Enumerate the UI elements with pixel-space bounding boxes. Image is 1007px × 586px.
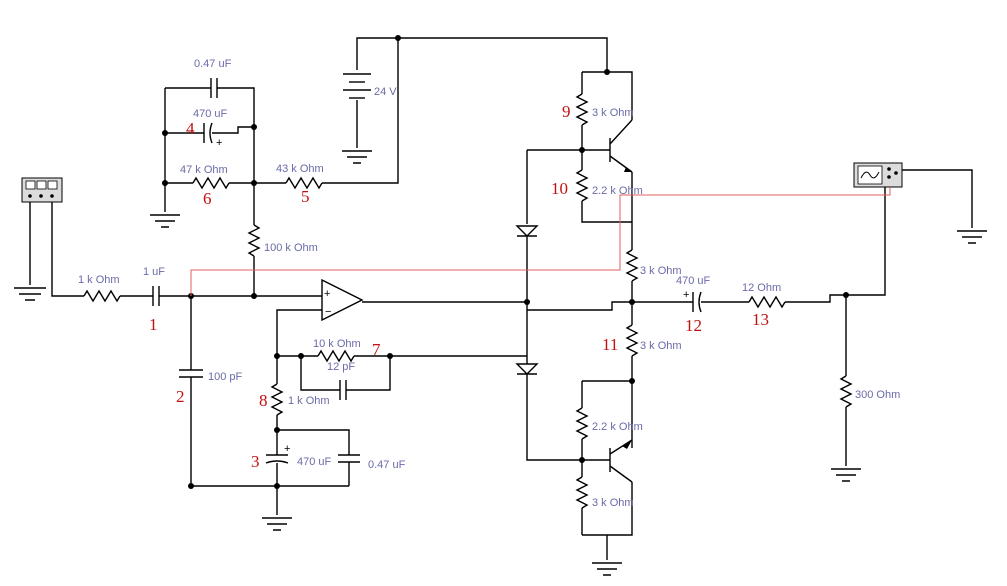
label-c-470-bottom: 470 uF <box>297 456 332 468</box>
label-r-1k-input: 1 k Ohm <box>78 274 120 286</box>
resistor-100k <box>247 224 261 257</box>
ground-icon <box>342 150 372 164</box>
resistor-3k-bottom <box>575 476 589 509</box>
annotation-number-5: 5 <box>301 187 310 206</box>
resistor-10k <box>317 349 355 363</box>
transistor-icon <box>582 119 633 173</box>
battery-icon <box>343 73 371 99</box>
capacitor-100pF <box>179 369 203 378</box>
svg-text:+: + <box>324 288 330 300</box>
label-r-10k: 10 k Ohm <box>313 338 361 350</box>
label-r-3k-mid-bottom: 3 k Ohm <box>640 340 682 352</box>
resistor-12ohm <box>748 295 786 309</box>
capacitor-12pF <box>339 380 347 400</box>
label-c-470-output: 470 uF <box>676 275 711 287</box>
resistor-1k-input <box>83 289 121 303</box>
resistor-3k-mid-top <box>625 249 639 282</box>
ground-icon <box>592 562 622 576</box>
label-c-470-top: 470 uF <box>193 108 228 120</box>
function-generator-icon[interactable] <box>21 177 63 203</box>
label-r-22k-bottom: 2.2 k Ohm <box>592 421 643 433</box>
capacitor-047uF-bottom <box>338 454 360 463</box>
label-r-3k-mid-top: 3 k Ohm <box>640 265 682 277</box>
capacitor-470uF-bottom <box>265 454 289 464</box>
label-r-3k-bottom: 3 k Ohm <box>592 497 634 509</box>
annotation-number-1: 1 <box>149 315 158 334</box>
ground-icon <box>14 287 46 301</box>
label-r-22k-top: 2.2 k Ohm <box>592 185 643 197</box>
annotation-number-3: 3 <box>251 452 260 471</box>
annotation-number-2: 2 <box>176 387 185 406</box>
resistor-1k-feedback <box>270 383 284 416</box>
op-amp-icon: + − <box>321 278 364 322</box>
label-battery: 24 V <box>374 86 397 98</box>
label-c-047-top: 0.47 uF <box>194 58 232 70</box>
resistor-2.2k-top <box>575 169 589 202</box>
annotation-number-10: 10 <box>551 179 568 198</box>
label-r-43k: 43 k Ohm <box>276 163 324 175</box>
label-c-1u: 1 uF <box>143 266 165 278</box>
resistor-300ohm-load <box>839 375 853 408</box>
svg-text:+: + <box>284 443 290 455</box>
label-r-100k: 100 k Ohm <box>264 242 318 254</box>
label-r-12: 12 Ohm <box>742 282 781 294</box>
annotation-number-12: 12 <box>685 316 702 335</box>
transistor-icon <box>582 439 633 483</box>
svg-text:+: + <box>216 137 222 149</box>
diode-icon <box>515 363 539 375</box>
label-r-47k: 47 k Ohm <box>180 164 228 176</box>
label-r-3k-top: 3 k Ohm <box>592 107 634 119</box>
oscilloscope-icon[interactable] <box>853 162 903 188</box>
label-c-100p: 100 pF <box>208 371 243 383</box>
ground-icon <box>957 230 987 244</box>
resistor-43k <box>285 176 323 190</box>
annotation-number-6: 6 <box>203 189 212 208</box>
label-r-load: 300 Ohm <box>855 389 900 401</box>
annotation-number-4: 4 <box>186 119 195 138</box>
capacitor-470uF-top <box>203 122 213 144</box>
diode-icon <box>515 225 539 237</box>
annotation-number-11: 11 <box>602 335 618 354</box>
resistor-3k-mid-bottom <box>625 324 639 357</box>
capacitor-470uF-output <box>692 291 702 313</box>
capacitor-1uF <box>152 286 160 306</box>
resistor-2.2k-bottom <box>575 407 589 440</box>
label-c-12p: 12 pF <box>327 361 355 373</box>
ground-icon <box>262 517 292 531</box>
capacitor-047uF-top <box>210 78 218 98</box>
resistor-3k-top <box>575 93 589 126</box>
ground-icon <box>150 214 180 228</box>
label-r-1k-feedback: 1 k Ohm <box>288 395 330 407</box>
annotation-number-7: 7 <box>372 340 381 359</box>
annotation-number-9: 9 <box>562 102 571 121</box>
resistor-47k <box>192 176 230 190</box>
label-c-047-bottom: 0.47 uF <box>368 459 406 471</box>
annotation-number-13: 13 <box>752 310 769 329</box>
svg-text:−: − <box>325 306 331 318</box>
annotation-number-8: 8 <box>259 391 268 410</box>
svg-text:+: + <box>683 289 689 301</box>
ground-icon <box>831 468 861 482</box>
